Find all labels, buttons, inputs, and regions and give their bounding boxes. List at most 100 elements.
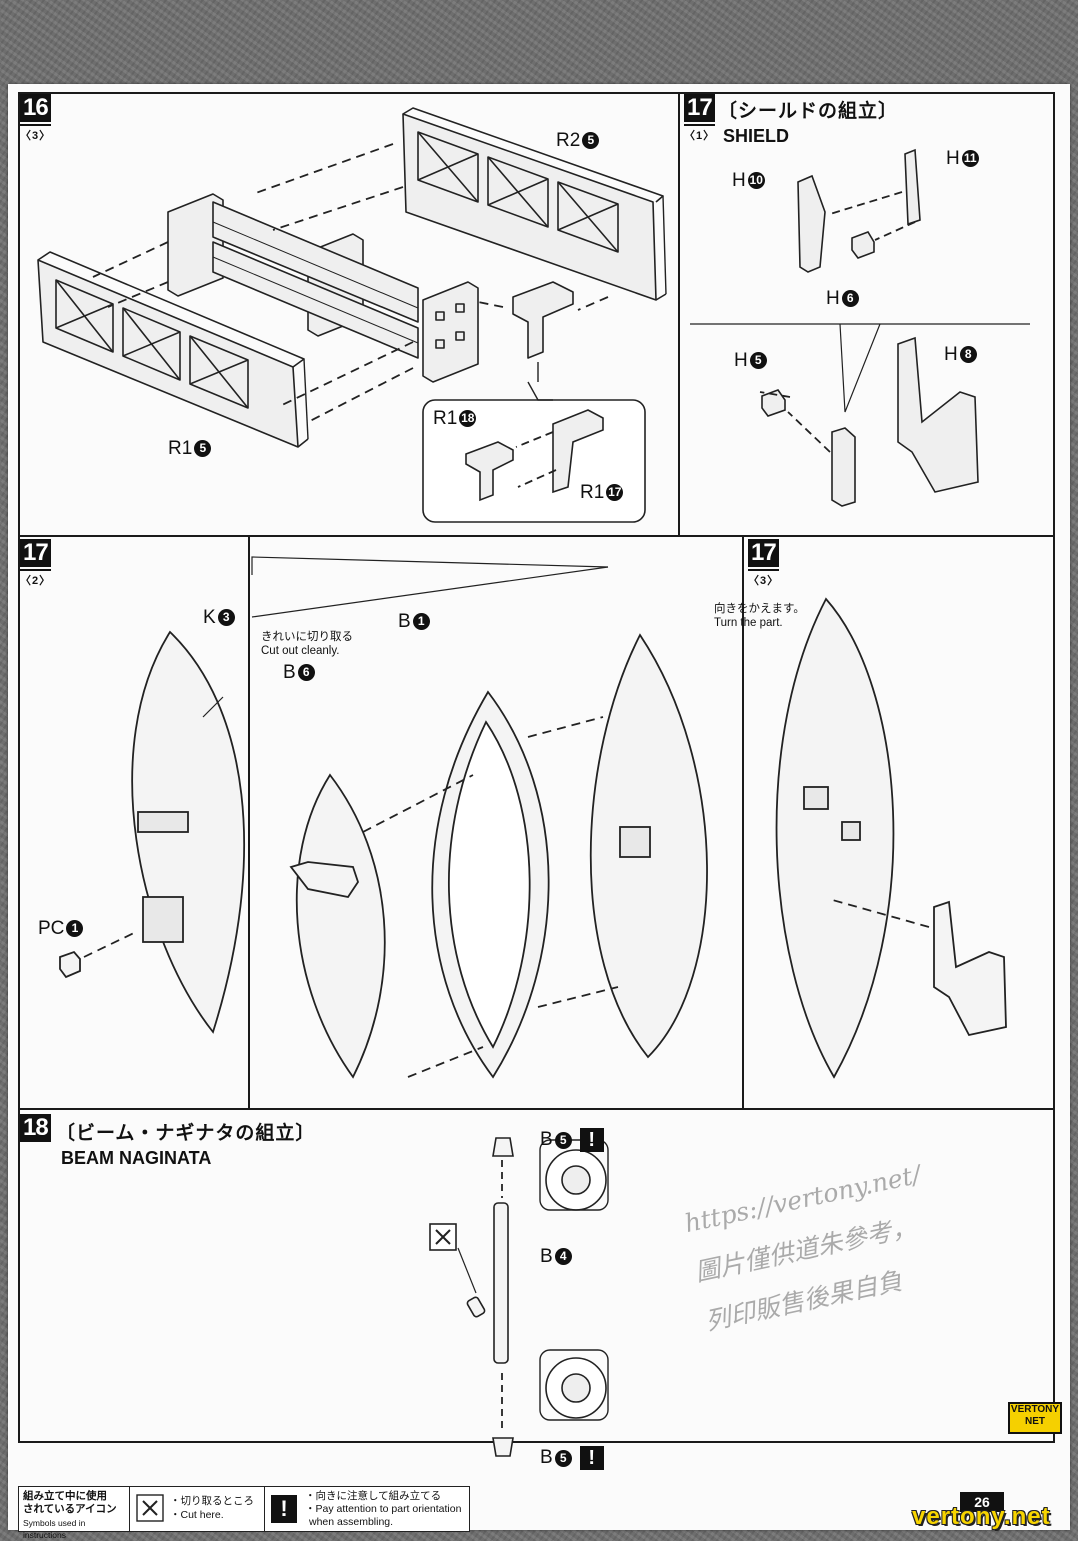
part-h5-arm bbox=[831, 427, 856, 507]
label-pc1-text: PC bbox=[38, 918, 65, 939]
legend-cut-jp: ・切り取るところ bbox=[170, 1495, 254, 1507]
part-b5-bottom bbox=[492, 1437, 514, 1457]
instruction-sheet: 16 〈3〉 17 〈1〉 〔シールドの組立〕 SHIELD 17 〈2〉 17… bbox=[8, 84, 1070, 1540]
step-16-illustration bbox=[37, 107, 667, 523]
label-b4-text: B bbox=[540, 1246, 553, 1267]
shield-assembled bbox=[775, 597, 895, 1079]
step-17-1-title-en: SHIELD bbox=[723, 126, 790, 146]
part-h10 bbox=[797, 174, 826, 273]
orientation-warning-icon-top: ! bbox=[579, 1128, 604, 1152]
step-18-title-jp: 〔ビーム・ナギナタの組立〕 bbox=[56, 1123, 316, 1144]
shield-grip bbox=[933, 900, 1007, 1037]
step-17-2-illustration bbox=[59, 556, 708, 1079]
step-17-1-number: 17 bbox=[684, 94, 715, 122]
label-k3-text: K bbox=[203, 607, 216, 628]
label-r1-18-num: 18 bbox=[459, 410, 477, 428]
step-17-1-illustration bbox=[690, 148, 1030, 507]
frame-core bbox=[167, 193, 224, 297]
step-17-1-title-jp: 〔シールドの組立〕 bbox=[718, 101, 899, 122]
legend-warn-en-1: ・Pay attention to part orientation bbox=[305, 1503, 462, 1515]
part-r1-18 bbox=[512, 281, 574, 359]
part-r1-17-inset bbox=[552, 409, 604, 494]
step-18-number: 18 bbox=[20, 1114, 51, 1142]
part-h8 bbox=[897, 336, 979, 493]
label-r2-num: 5 bbox=[582, 132, 600, 150]
step-16-number: 16 bbox=[20, 94, 51, 122]
part-h6 bbox=[851, 231, 875, 259]
sprue-nub bbox=[466, 1296, 486, 1318]
scissors-icon bbox=[136, 1494, 164, 1522]
label-r1-num: 5 bbox=[194, 440, 212, 458]
instruction-frame bbox=[18, 92, 1055, 1443]
part-h11 bbox=[904, 148, 921, 226]
cut-cleanly-jp: きれいに切り取る bbox=[261, 631, 353, 643]
step-17-3-number: 17 bbox=[748, 539, 779, 567]
step-17-3-note: 向きをかえます。 Turn the part. bbox=[714, 602, 805, 630]
legend-cut-en: ・Cut here. bbox=[170, 1509, 224, 1521]
label-b5-top-text: B bbox=[540, 1129, 553, 1151]
divider-step16-step17 bbox=[678, 92, 680, 537]
label-h6-num: 6 bbox=[841, 290, 859, 308]
label-h10-text: H bbox=[732, 170, 746, 191]
turn-part-note-jp: 向きをかえます。 bbox=[714, 603, 805, 615]
label-h8-text: H bbox=[944, 344, 958, 365]
divider-row2-row3 bbox=[18, 1108, 1053, 1110]
cut-cleanly-en: Cut out cleanly. bbox=[261, 645, 340, 657]
label-r1-17-text: R1 bbox=[580, 482, 605, 503]
label-r1-text: R1 bbox=[168, 438, 193, 459]
step-18-illustration bbox=[429, 1137, 609, 1457]
label-h5-text: H bbox=[734, 350, 748, 371]
legend-title-cell: 組み立て中に使用 されているアイコン Symbols used in instr… bbox=[19, 1487, 130, 1540]
label-h6-text: H bbox=[826, 288, 840, 309]
label-b5-top-num: 5 bbox=[554, 1131, 572, 1149]
step-17-2-number: 17 bbox=[20, 539, 51, 567]
part-h5 bbox=[761, 389, 786, 417]
vertony-url-watermark: vertony.net bbox=[912, 1503, 1051, 1530]
step-18-title-en: BEAM NAGINATA bbox=[61, 1148, 212, 1168]
divider-step17-2-step17-3 bbox=[742, 537, 744, 1109]
vertony-logo-badge: VERTONY NET bbox=[1008, 1402, 1062, 1434]
label-r1-17-num: 17 bbox=[606, 484, 624, 502]
label-h10-num: 10 bbox=[747, 172, 765, 190]
legend-title-jp-2: されているアイコン bbox=[23, 1503, 117, 1515]
step-17-1-substep: 〈1〉 bbox=[684, 124, 716, 143]
step-17-3-substep: 〈3〉 bbox=[748, 569, 780, 588]
legend-warn-jp: ・向きに注意して組み立てる bbox=[305, 1490, 442, 1502]
label-h11-text: H bbox=[946, 148, 960, 169]
label-pc1-num: 1 bbox=[66, 920, 84, 938]
legend-warn-en-2: when assembling. bbox=[309, 1516, 394, 1528]
legend-title-en: Symbols used in instructions bbox=[23, 1518, 86, 1540]
legend-cut-cell: ・切り取るところ ・Cut here. bbox=[130, 1487, 265, 1531]
page-number: 26 bbox=[960, 1492, 1004, 1512]
label-b6-num: 6 bbox=[297, 664, 315, 682]
legend-title-jp-1: 組み立て中に使用 bbox=[23, 1490, 107, 1502]
orientation-warning-icon-bottom: ! bbox=[579, 1446, 604, 1470]
shield-part-b6 bbox=[295, 773, 386, 1079]
part-b5-top bbox=[492, 1137, 514, 1157]
turn-part-note-en: Turn the part. bbox=[714, 617, 783, 629]
label-b5-bottom-num: 5 bbox=[554, 1449, 572, 1467]
vertony-badge-bottom: NET bbox=[1025, 1416, 1045, 1427]
symbol-legend: 組み立て中に使用 されているアイコン Symbols used in instr… bbox=[18, 1486, 470, 1540]
label-h11-num: 11 bbox=[961, 150, 979, 168]
step-16-substep: 〈3〉 bbox=[20, 124, 52, 143]
label-r1-18-text: R1 bbox=[433, 408, 458, 429]
divider-row1-row2 bbox=[18, 535, 1053, 537]
divider-step17-2-left bbox=[248, 537, 250, 1109]
cut-cleanly-note: きれいに切り取る Cut out cleanly. bbox=[261, 630, 353, 658]
